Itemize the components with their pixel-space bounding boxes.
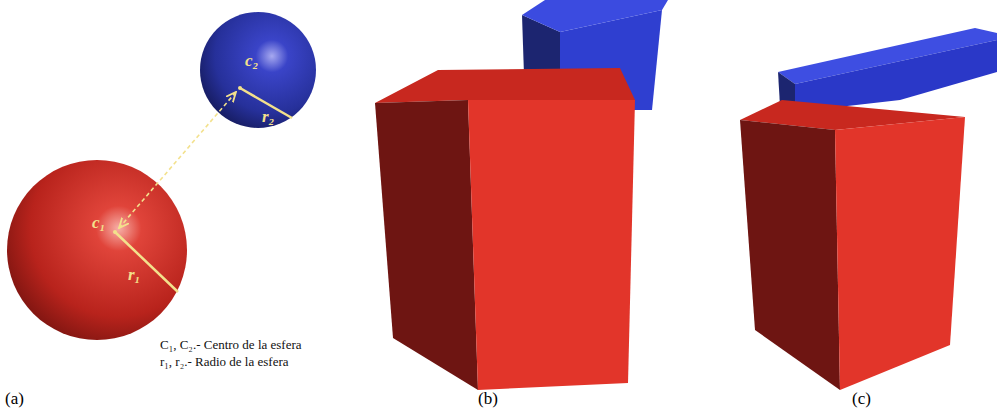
radius-label: r₁ — [128, 266, 141, 285]
radius-label: r₂ — [262, 108, 275, 127]
panel-label: (a) — [5, 390, 24, 409]
center-distance — [119, 92, 236, 228]
red-cube — [375, 68, 635, 390]
center-point — [238, 86, 242, 90]
blue-bar — [778, 28, 997, 112]
center-label: c₂ — [245, 52, 258, 71]
center-point — [113, 230, 117, 234]
red-cube — [740, 100, 965, 390]
panel-label: (c) — [852, 390, 871, 409]
blue-sphere — [200, 12, 316, 128]
center-label: c₁ — [92, 214, 105, 233]
key-note: r₁, r₂.- Radio de la esfera — [160, 355, 289, 369]
radius-line — [115, 232, 178, 292]
red-sphere — [7, 160, 187, 340]
panel-label: (b) — [478, 390, 498, 409]
key-note: C₁, C₂.- Centro de la esfera — [160, 338, 302, 352]
